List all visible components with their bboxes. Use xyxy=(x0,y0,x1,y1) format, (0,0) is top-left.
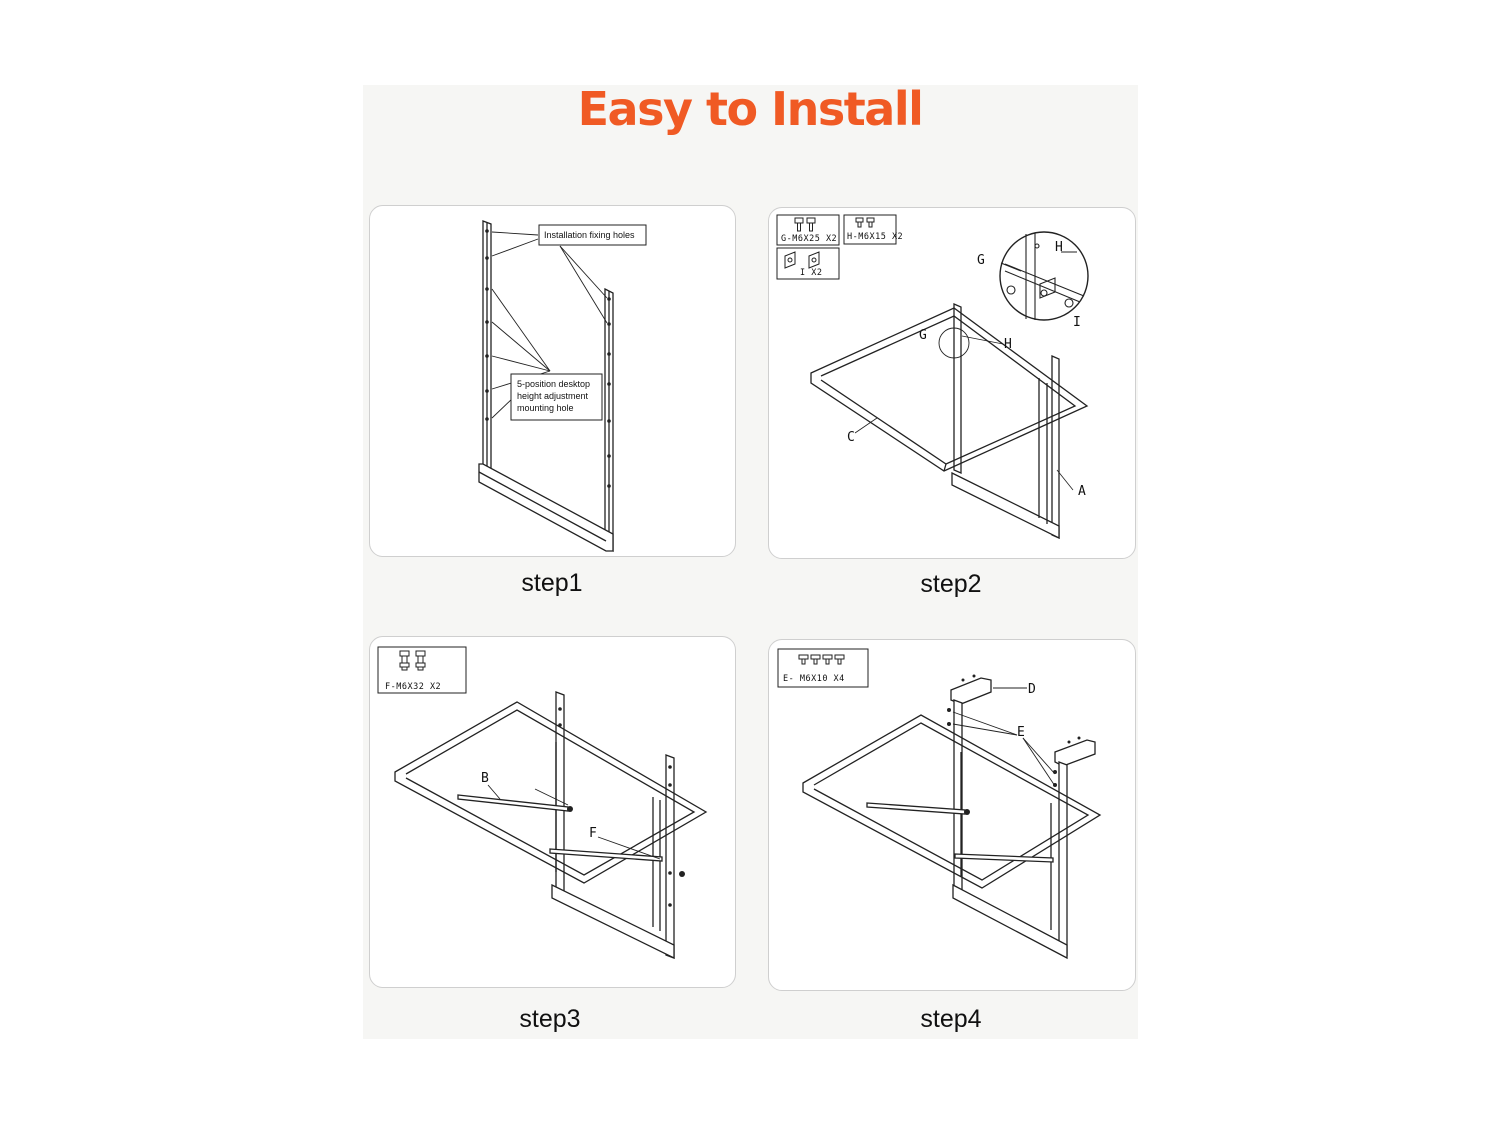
step1-label: step1 xyxy=(521,569,583,597)
bolt-g-icon xyxy=(794,217,816,232)
part-e-label: E- M6X10 X4 xyxy=(783,674,845,684)
part-f-label: F-M6X32 X2 xyxy=(385,682,441,692)
bolt-f-icon xyxy=(399,650,426,671)
bracket-i-icon xyxy=(784,251,820,269)
callout-height-line-2: height adjustment xyxy=(517,391,589,401)
letter-g-detail: G xyxy=(977,253,985,268)
step2-diagram: G-M6X25 X2 H-M6X15 X2 I X2 xyxy=(776,214,1089,540)
step3-label: step3 xyxy=(519,1005,581,1033)
tabletop-frame xyxy=(810,307,1089,472)
step4-label: step4 xyxy=(920,1005,982,1033)
step1-panel: Installation fixing holes 5-position des… xyxy=(369,205,736,557)
support-bar-lower xyxy=(954,853,1054,863)
part-i-label: I X2 xyxy=(800,268,822,278)
screw-e-icon xyxy=(798,654,845,665)
part-g-label: G-M6X25 X2 xyxy=(781,234,837,244)
callout-installation-holes: Installation fixing holes xyxy=(544,230,635,240)
step2-panel: G-M6X25 X2 H-M6X15 X2 I X2 xyxy=(768,207,1136,559)
letter-i-detail: I xyxy=(1073,315,1081,330)
letter-b: B xyxy=(481,771,489,786)
tabletop-frame xyxy=(802,714,1102,889)
letter-h: H xyxy=(1004,337,1012,352)
step1-diagram: Installation fixing holes 5-position des… xyxy=(478,220,647,553)
right-upright xyxy=(1058,761,1068,956)
callout-height-line-3: mounting hole xyxy=(517,403,574,413)
page-title: Easy to Install xyxy=(577,82,924,136)
left-hook-bracket xyxy=(950,677,992,705)
letter-h-detail: H xyxy=(1055,240,1063,255)
support-bar-lower xyxy=(549,848,663,862)
base-beam xyxy=(952,883,1068,960)
left-upright xyxy=(953,303,962,474)
step4-panel: E- M6X10 X4 D xyxy=(768,639,1136,991)
letter-d: D xyxy=(1028,682,1036,697)
step4-diagram: E- M6X10 X4 D xyxy=(777,648,1102,960)
tabletop-frame xyxy=(394,701,708,884)
callout-height-line-1: 5-position desktop xyxy=(517,379,590,389)
right-hook-bracket xyxy=(1054,739,1096,767)
detail-zoom-circle xyxy=(999,231,1089,321)
letter-g: G xyxy=(919,328,927,343)
bolt-h-icon xyxy=(855,217,875,228)
letter-a: A xyxy=(1078,484,1086,499)
part-h-label: H-M6X15 X2 xyxy=(847,232,903,242)
base-beam xyxy=(951,471,1060,540)
step3-diagram: F-M6X32 X2 B F xyxy=(377,646,708,960)
base-beam xyxy=(478,463,614,552)
step2-label: step2 xyxy=(920,570,982,598)
support-bar-upper xyxy=(866,802,966,815)
letter-f: F xyxy=(589,826,597,841)
letter-c: C xyxy=(847,430,855,445)
base-beam xyxy=(551,883,675,960)
step3-panel: F-M6X32 X2 B F xyxy=(369,636,736,988)
letter-e: E xyxy=(1017,725,1025,740)
